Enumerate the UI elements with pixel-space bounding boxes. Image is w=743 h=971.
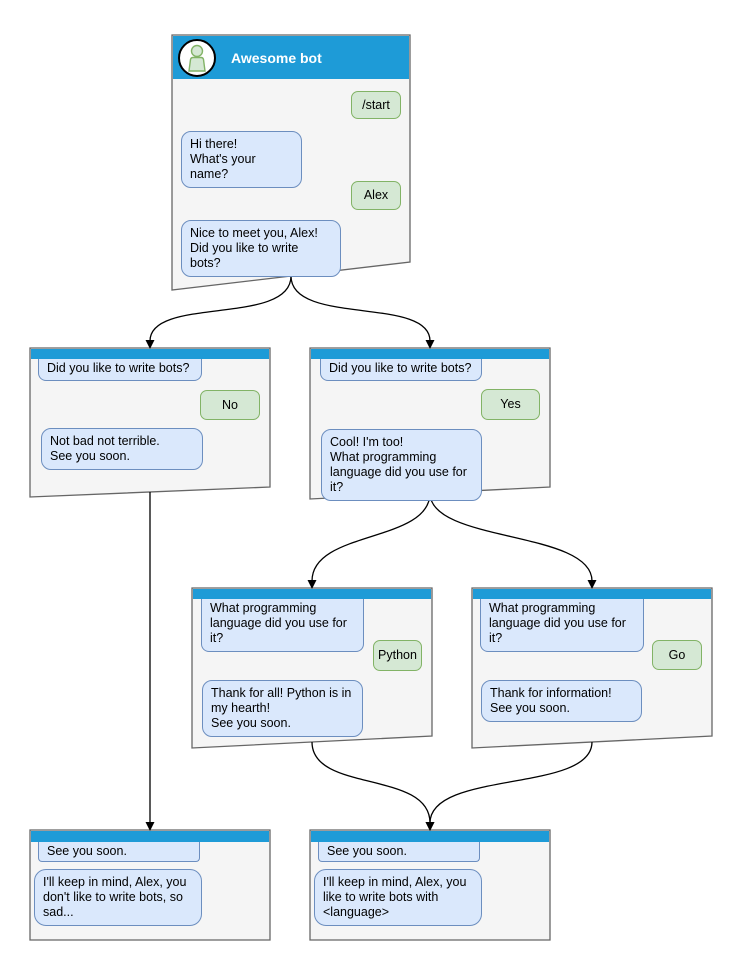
- window-header-end-no: [31, 831, 269, 842]
- connector-root-to-yes: [290, 275, 435, 349]
- bubble-user-go: Go: [652, 640, 702, 670]
- bubble-user-no: No: [200, 390, 260, 420]
- bubble-bot-greeting: Hi there! What's your name?: [181, 131, 302, 188]
- bubble-user-name: Alex: [351, 181, 401, 210]
- bubble-context-end-no: See you soon.: [38, 842, 200, 862]
- bubble-bot-python-reply: Thank for all! Python is in my hearth! S…: [202, 680, 363, 737]
- bubble-bot-go-reply: Thank for information! See you soon.: [481, 680, 642, 722]
- bubble-context-no: Did you like to write bots?: [38, 359, 202, 381]
- window-title: Awesome bot: [231, 49, 322, 66]
- connector-python-to-end: [311, 741, 435, 831]
- bubble-bot-end-no-reply: I'll keep in mind, Alex, you don't like …: [34, 869, 202, 926]
- window-header-no-branch: [31, 349, 269, 359]
- bubble-user-start: /start: [351, 91, 401, 119]
- connector-go-to-end: [425, 741, 593, 831]
- bubble-bot-yes-reply: Cool! I'm too! What programming language…: [321, 429, 482, 501]
- bubble-context-end-yes: See you soon.: [318, 842, 480, 862]
- bubble-bot-question: Nice to meet you, Alex! Did you like to …: [181, 220, 341, 277]
- bubble-user-python: Python: [373, 640, 422, 671]
- window-header-yes-branch: [311, 349, 549, 359]
- window-header-python-branch: [193, 589, 431, 599]
- connector-yes-to-go: [429, 492, 597, 589]
- window-header-go-branch: [473, 589, 711, 599]
- bubble-context-yes: Did you like to write bots?: [320, 359, 482, 381]
- root-titlebar: Awesome bot: [172, 35, 410, 80]
- bubble-context-python: What programming language did you use fo…: [201, 599, 364, 652]
- person-icon: [188, 44, 206, 72]
- bubble-user-yes: Yes: [481, 389, 540, 420]
- window-header-end-yes: [311, 831, 549, 842]
- connector-root-to-no: [145, 275, 292, 349]
- bubble-context-go: What programming language did you use fo…: [480, 599, 644, 652]
- bubble-bot-no-reply: Not bad not terrible. See you soon.: [41, 428, 203, 470]
- avatar: [178, 38, 216, 77]
- connector-yes-to-python: [307, 492, 431, 589]
- bubble-bot-end-yes-reply: I'll keep in mind, Alex, you like to wri…: [314, 869, 482, 926]
